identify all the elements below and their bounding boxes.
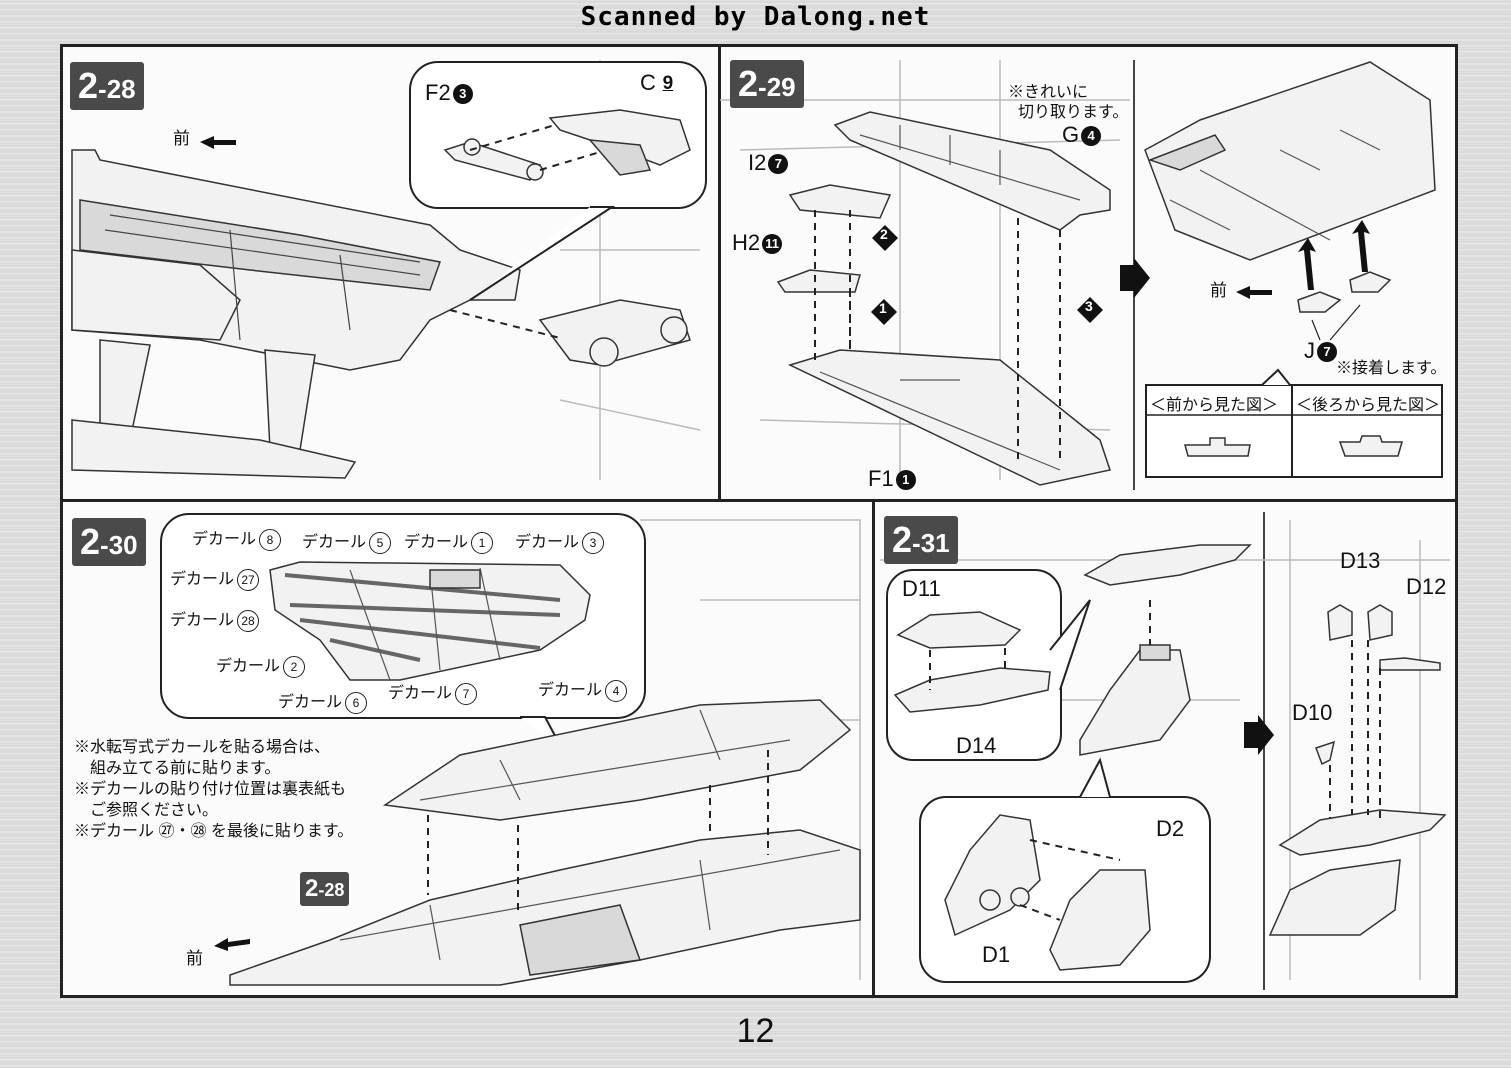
front-arrow-2-30 [214, 938, 250, 951]
part-view-back [1338, 435, 1403, 457]
glue-note: ※接着します。 [1336, 360, 1447, 377]
order-label-2: 2 [880, 226, 888, 242]
flow-arrow-2-31 [1244, 715, 1274, 755]
front-label-2-29: 前 [1210, 281, 1227, 300]
divider-middle [60, 499, 1458, 502]
decal-note-4: ご参照ください。 [74, 802, 219, 819]
divider-2-31-inner [1263, 512, 1265, 990]
decal-note-3: ※デカールの貼り付け位置は裏表紙も [74, 781, 347, 798]
arrow-up-1 [1298, 238, 1316, 290]
divider-top [718, 44, 721, 500]
guide-lines-2-31 [929, 600, 1381, 921]
decal-note-1: ※水転写式デカールを貼る場合は、 [74, 739, 331, 756]
ship-2-30 [229, 699, 861, 986]
cut-note-line2: 切り取ります。 [1018, 104, 1129, 121]
front-arrow-2-29 [1236, 286, 1272, 299]
guide-lines-2-29 [814, 210, 1061, 460]
part-view-front [1184, 437, 1251, 457]
guide-lines-2-28 [449, 124, 601, 339]
order-label-1: 1 [879, 300, 887, 316]
step-badge-2-30: 2-30 [72, 518, 146, 566]
decal-deck-2-30 [269, 561, 591, 681]
view-boxes [1145, 384, 1443, 478]
ref-badge-2-28: 2-28 [300, 872, 350, 906]
part-label-d11: D11 [902, 576, 941, 601]
step-badge-2-31: 2-31 [884, 516, 958, 564]
front-arrow-2-28 [200, 136, 236, 149]
arrow-up-2 [1352, 220, 1370, 272]
parts-2-31 [893, 544, 1447, 971]
decal-note-2: 組み立てる前に貼ります。 [74, 760, 281, 777]
guide-lines-2-30 [427, 750, 769, 915]
step-badge-2-29: 2-29 [730, 60, 804, 108]
part-label-d13: D13 [1340, 548, 1381, 573]
detail-right-2-29 [1144, 61, 1436, 313]
view-back-label: ＜後ろから見た図＞ [1296, 397, 1441, 414]
ship-2-28 [71, 149, 521, 479]
part-label-d10: D10 [1292, 700, 1333, 725]
decal-notes: ※水転写式デカールを貼る場合は、 組み立てる前に貼ります。 ※デカールの貼り付け… [74, 737, 353, 842]
engine-parts-2-28 [443, 109, 691, 367]
flow-arrow-2-29 [1120, 258, 1150, 298]
front-label-2-28: 前 [173, 129, 190, 148]
j7-leaders [1311, 304, 1361, 341]
part-label-d2: D2 [1156, 816, 1185, 841]
decal-note-5: ※デカール ㉗・㉘ を最後に貼ります。 [74, 823, 354, 840]
order-markers-2-29 [871, 225, 1103, 325]
view-front-label: ＜前から見た図＞ [1150, 397, 1279, 414]
hangar-2-29 [776, 111, 1111, 486]
page-number: 12 [736, 1012, 775, 1050]
divider-bottom [872, 499, 875, 998]
part-label-d12: D12 [1406, 574, 1447, 599]
cut-note-line1: ※きれいに [1008, 84, 1089, 101]
part-label-d1: D1 [982, 942, 1011, 967]
front-label-2-30: 前 [186, 949, 203, 968]
scan-watermark: Scanned by Dalong.net [580, 2, 931, 32]
bubble-pointer-2-28 [469, 206, 616, 301]
part-label-d14: D14 [956, 733, 997, 758]
step-badge-2-28: 2-28 [70, 62, 144, 110]
order-label-3: 3 [1085, 298, 1093, 314]
